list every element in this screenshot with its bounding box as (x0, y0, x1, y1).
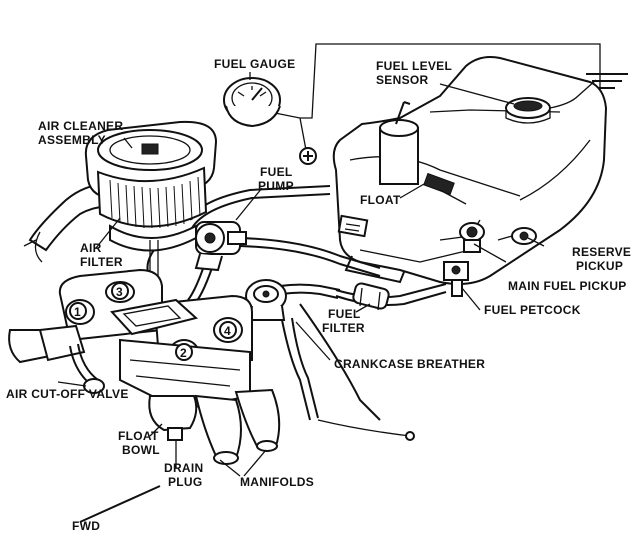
label-fuel-pump-1: FUEL (260, 165, 293, 179)
label-float: FLOAT (360, 193, 401, 207)
label-fuel-filter-2: FILTER (322, 321, 365, 335)
fuel-gauge (223, 77, 281, 128)
fwd-arrow (79, 485, 161, 523)
cylinder-3-label: 3 (116, 285, 123, 299)
label-fuel-level-1: FUEL LEVEL (376, 59, 452, 73)
fuel-filter (352, 282, 390, 311)
carburetor-assembly (8, 268, 281, 465)
cylinder-2-label: 2 (180, 346, 187, 360)
label-drain-plug-1: DRAIN (164, 461, 204, 475)
label-main-fuel-pickup: MAIN FUEL PICKUP (508, 279, 627, 293)
label-air-filter-1: AIR (80, 241, 102, 255)
label-air-cleaner-1: AIR CLEANER (38, 119, 123, 133)
label-reserve-2: PICKUP (576, 259, 623, 273)
label-crankcase-breather: CRANKCASE BREATHER (334, 357, 485, 371)
float-part (423, 172, 467, 205)
label-air-cleaner-2: ASSEMBLY (38, 133, 106, 147)
label-fuel-gauge: FUEL GAUGE (214, 57, 295, 71)
label-fuel-petcock: FUEL PETCOCK (484, 303, 581, 317)
crankcase-breather (245, 279, 287, 321)
cylinder-4-label: 4 (224, 324, 231, 338)
cylinder-numbers: 3 1 2 4 (69, 282, 237, 361)
label-float-bowl-1: FLOAT (118, 429, 159, 443)
label-reserve-1: RESERVE (572, 245, 631, 259)
label-fuel-level-2: SENSOR (376, 73, 429, 87)
labels: FUEL GAUGE FUEL LEVEL SENSOR AIR CLEANER… (6, 57, 631, 533)
air-filter-element (109, 176, 201, 229)
label-float-bowl-2: BOWL (122, 443, 160, 457)
label-manifolds: MANIFOLDS (240, 475, 314, 489)
label-air-cutoff-valve: AIR CUT-OFF VALVE (6, 387, 129, 401)
ground-icon (586, 73, 628, 89)
fuel-level-sensor (505, 79, 597, 124)
main-fuel-pickup (459, 222, 485, 253)
positive-terminal-icon (299, 147, 317, 165)
air-cleaner-assembly (23, 120, 218, 300)
label-fwd: FWD (72, 519, 100, 533)
label-drain-plug-2: PLUG (168, 475, 203, 489)
reserve-pickup (497, 227, 537, 245)
label-fuel-pump-2: PUMP (258, 179, 294, 193)
air-cutoff-valve (69, 343, 105, 394)
label-air-filter-2: FILTER (80, 255, 123, 269)
leader-lines (57, 72, 545, 477)
label-fuel-filter-1: FUEL (328, 307, 361, 321)
filler-neck (379, 101, 419, 185)
fuel-pump (194, 221, 247, 272)
cylinder-1-label: 1 (74, 305, 81, 319)
